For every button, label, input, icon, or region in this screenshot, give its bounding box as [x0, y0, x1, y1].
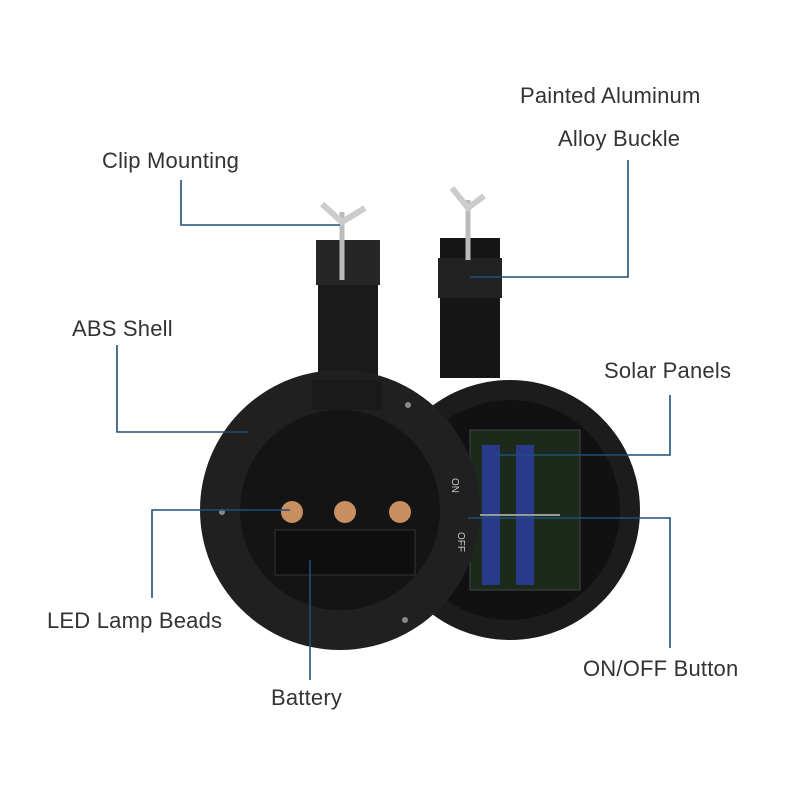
label-alloy-buckle: Alloy Buckle [558, 126, 681, 151]
label-battery: Battery [271, 685, 343, 710]
label-clip-mounting: Clip Mounting [102, 148, 240, 173]
label-painted-aluminum: Painted Aluminum [520, 83, 701, 108]
leader-on-off [468, 517, 671, 648]
switch-on-text: ON [449, 478, 460, 493]
label-on-off-button: ON/OFF Button [583, 656, 739, 681]
label-led-lamp-beads: LED Lamp Beads [47, 608, 223, 633]
solar-light-front-unit [200, 201, 480, 650]
leader-lines [116, 160, 671, 680]
battery-cover [274, 529, 416, 576]
label-abs-shell: ABS Shell [72, 316, 173, 341]
leader-buckle [470, 160, 629, 278]
leader-clip-mounting [180, 180, 340, 226]
leader-abs-shell [116, 345, 248, 433]
switch-off-text: OFF [455, 532, 466, 552]
led-bead [281, 501, 303, 523]
label-solar-panels: Solar Panels [604, 358, 732, 383]
leader-solar-panels [495, 395, 671, 456]
leader-led-beads [151, 509, 290, 598]
led-bead [389, 501, 411, 523]
led-bead [334, 501, 356, 523]
